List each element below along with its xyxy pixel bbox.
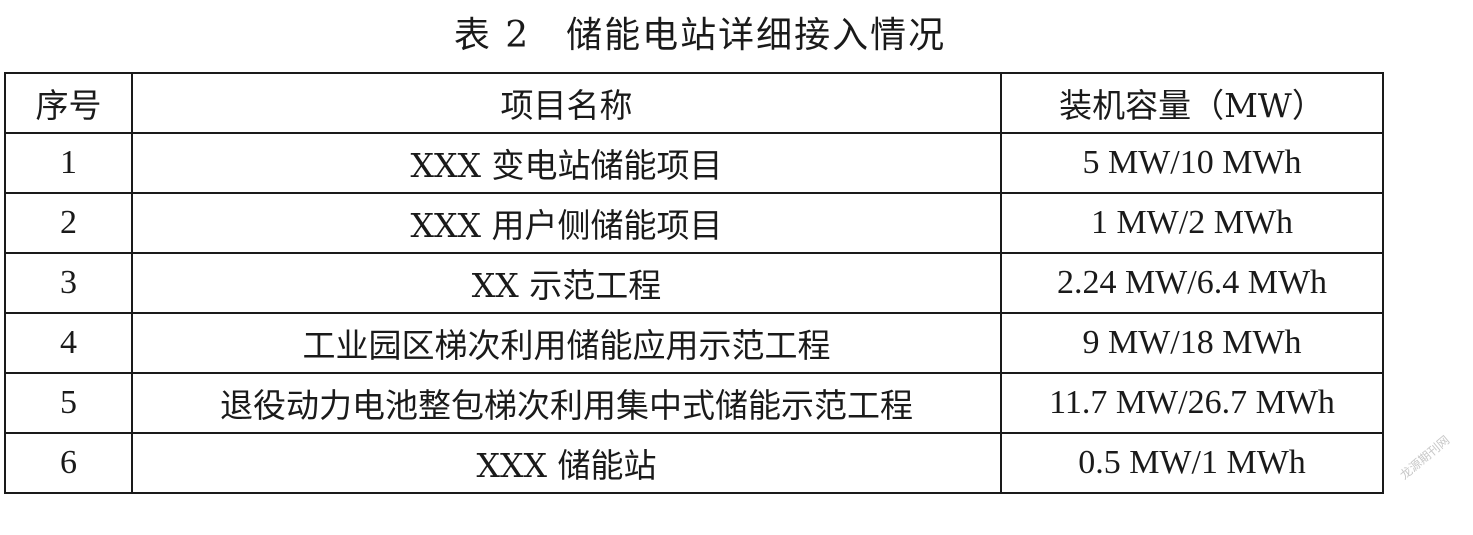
table-row: 4 工业园区梯次利用储能应用示范工程 9 MW/18 MWh bbox=[4, 312, 1384, 374]
capacity-table: 序号 项目名称 装机容量（MW） 1 XXX 变电站储能项目 5 MW/10 M… bbox=[4, 72, 1384, 494]
header-index: 序号 bbox=[4, 72, 133, 134]
header-capacity: 装机容量（MW） bbox=[1000, 72, 1384, 134]
row-index: 1 bbox=[4, 132, 133, 194]
row-project-name: XXX 储能站 bbox=[131, 432, 1002, 494]
row-capacity: 11.7 MW/26.7 MWh bbox=[1000, 372, 1384, 434]
row-capacity: 2.24 MW/6.4 MWh bbox=[1000, 252, 1384, 314]
row-project-name: XX 示范工程 bbox=[131, 252, 1002, 314]
table-row: 3 XX 示范工程 2.24 MW/6.4 MWh bbox=[4, 252, 1384, 314]
watermark-logo: 龙源期刊网 bbox=[1397, 432, 1453, 483]
row-project-name: 退役动力电池整包梯次利用集中式储能示范工程 bbox=[131, 372, 1002, 434]
row-project-name: XXX 变电站储能项目 bbox=[131, 132, 1002, 194]
table-caption-number: 表 2 bbox=[453, 15, 531, 56]
row-index: 3 bbox=[4, 252, 133, 314]
row-project-name: XXX 用户侧储能项目 bbox=[131, 192, 1002, 254]
row-index: 2 bbox=[4, 192, 133, 254]
row-project-name: 工业园区梯次利用储能应用示范工程 bbox=[131, 312, 1002, 374]
row-index: 4 bbox=[4, 312, 133, 374]
row-index: 6 bbox=[4, 432, 133, 494]
table-row: 6 XXX 储能站 0.5 MW/1 MWh bbox=[4, 432, 1384, 494]
row-capacity: 1 MW/2 MWh bbox=[1000, 192, 1384, 254]
row-capacity: 9 MW/18 MWh bbox=[1000, 312, 1384, 374]
table-row: 2 XXX 用户侧储能项目 1 MW/2 MWh bbox=[4, 192, 1384, 254]
table-row: 1 XXX 变电站储能项目 5 MW/10 MWh bbox=[4, 132, 1384, 194]
row-index: 5 bbox=[4, 372, 133, 434]
table-row: 5 退役动力电池整包梯次利用集中式储能示范工程 11.7 MW/26.7 MWh bbox=[4, 372, 1384, 434]
row-capacity: 0.5 MW/1 MWh bbox=[1000, 432, 1384, 494]
header-project-name: 项目名称 bbox=[131, 72, 1002, 134]
table-header-row: 序号 项目名称 装机容量（MW） bbox=[4, 72, 1384, 134]
table-caption-title: 储能电站详细接入情况 bbox=[566, 15, 947, 56]
table-caption: 表 2 储能电站详细接入情况 bbox=[0, 12, 1400, 60]
row-capacity: 5 MW/10 MWh bbox=[1000, 132, 1384, 194]
